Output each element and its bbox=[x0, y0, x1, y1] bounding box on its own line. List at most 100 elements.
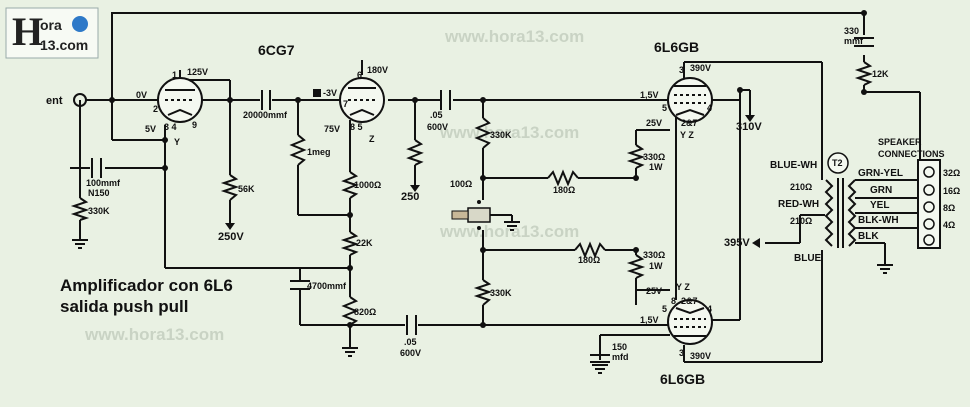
label-75v: 75V bbox=[324, 124, 340, 134]
globe-icon bbox=[72, 16, 88, 32]
label-pin7: 7 bbox=[343, 99, 348, 109]
label-yel: YEL bbox=[870, 200, 889, 211]
label-pin3a: 3 bbox=[679, 65, 684, 75]
label-blk: BLK bbox=[858, 231, 879, 242]
label-150: 150 bbox=[612, 342, 627, 352]
label-cap-05a: .05 bbox=[430, 110, 443, 120]
label-pin2: 2 bbox=[153, 104, 158, 114]
label-mmf: mmf bbox=[844, 36, 864, 46]
label-1w-b: 1W bbox=[649, 261, 663, 271]
label-12k: 12K bbox=[872, 69, 889, 79]
label-330: 330 bbox=[844, 26, 859, 36]
label-pin9: 9 bbox=[192, 120, 197, 130]
label-mfd: mfd bbox=[612, 352, 629, 362]
label-330k-a: 330K bbox=[490, 130, 512, 140]
label-2-7-b: 2&7 bbox=[681, 296, 698, 306]
label-pin4b: 4 bbox=[707, 304, 712, 314]
label-blk-wh: BLK-WH bbox=[858, 215, 899, 226]
label-1-5v-a: 1,5V bbox=[640, 90, 659, 100]
label-250: 250 bbox=[401, 191, 419, 203]
label-red-wh: RED-WH bbox=[778, 199, 819, 210]
capacitor-symbols bbox=[91, 37, 874, 363]
label-390v-b: 390V bbox=[690, 351, 711, 361]
label-310v: 310V bbox=[736, 121, 762, 133]
label-180v: 180V bbox=[367, 65, 388, 75]
resistor-symbols bbox=[70, 61, 874, 326]
tube-label-6cg7: 6CG7 bbox=[258, 42, 295, 58]
tube-6l6gb-upper bbox=[667, 77, 713, 123]
label-y1: Y bbox=[174, 137, 180, 147]
label-pins-3-4: 3 4 bbox=[164, 122, 177, 132]
label-1-5v-b: 1,5V bbox=[640, 315, 659, 325]
label-pins-8-5: 8 5 bbox=[350, 122, 363, 132]
label-speaker: SPEAKER bbox=[878, 137, 922, 147]
wiring bbox=[70, 12, 925, 363]
junction-dots bbox=[109, 10, 867, 328]
label-210ohm-a: 210Ω bbox=[790, 182, 812, 192]
label-pin8b: 8 bbox=[671, 296, 676, 306]
label-210ohm-b: 210Ω bbox=[790, 216, 812, 226]
label-395v: 395V bbox=[724, 237, 750, 249]
label-180ohm-b: 180Ω bbox=[578, 255, 600, 265]
label-600va: 600V bbox=[427, 122, 448, 132]
tube-6l6gb-lower bbox=[667, 299, 713, 345]
label-125v: 125V bbox=[187, 67, 208, 77]
label-5v: 5V bbox=[145, 124, 156, 134]
logo-initial: H bbox=[12, 9, 43, 54]
label-1000ohm: 1000Ω bbox=[354, 180, 381, 190]
logo-text-a: ora bbox=[40, 17, 62, 33]
label-blue-wh: BLUE-WH bbox=[770, 160, 817, 171]
labels: ent 125V 1 0V 2 5V 3 4 9 Y 6CG7 180V 6 -… bbox=[46, 26, 960, 387]
label-32ohm: 32Ω bbox=[943, 168, 960, 178]
site-logo: H ora 13.com bbox=[5, 7, 99, 59]
label-100mmf: 100mmf bbox=[86, 178, 121, 188]
label-1meg: 1meg bbox=[307, 147, 331, 157]
label-pin6: 6 bbox=[357, 70, 362, 80]
watermark-2: www.hora13.com bbox=[439, 123, 579, 142]
label-330k-c: 330K bbox=[490, 288, 512, 298]
label-minus3v: -3V bbox=[323, 88, 337, 98]
supply-arrows bbox=[225, 89, 760, 248]
label-25v-a: 25V bbox=[646, 118, 662, 128]
label-4ohm: 4Ω bbox=[943, 220, 955, 230]
caption-line-1: Amplificador con 6L6 bbox=[60, 276, 233, 295]
label-pin5a: 5 bbox=[662, 103, 667, 113]
label-pin3b: 3 bbox=[679, 348, 684, 358]
label-cap-05b: .05 bbox=[404, 337, 417, 347]
label-pin1: 1 bbox=[172, 70, 177, 80]
label-ent: ent bbox=[46, 95, 63, 107]
tube-label-6l6gb-lower: 6L6GB bbox=[660, 371, 705, 387]
label-n150: N150 bbox=[88, 188, 110, 198]
label-820ohm: 820Ω bbox=[354, 307, 376, 317]
label-4700mmf: 4700mmf bbox=[307, 281, 347, 291]
tube-6cg7-section-b bbox=[339, 77, 385, 123]
label-100ohm: 100Ω bbox=[450, 179, 472, 189]
label-pin5b: 5 bbox=[662, 304, 667, 314]
label-390v-a: 390V bbox=[690, 63, 711, 73]
label-blue: BLUE bbox=[794, 253, 822, 264]
speaker-terminal-block bbox=[917, 159, 941, 249]
label-2-7-a: 2&7 bbox=[681, 118, 698, 128]
label-connections: CONNECTIONS bbox=[878, 149, 945, 159]
label-1w-a: 1W bbox=[649, 162, 663, 172]
watermark-1: www.hora13.com bbox=[444, 27, 584, 46]
label-yz-b: Y Z bbox=[676, 282, 690, 292]
label-8ohm: 8Ω bbox=[943, 203, 955, 213]
caption-line-2: salida push pull bbox=[60, 297, 188, 316]
label-600vb: 600V bbox=[400, 348, 421, 358]
label-56k: 56K bbox=[238, 184, 255, 194]
watermark-4: www.hora13.com bbox=[84, 325, 224, 344]
label-180ohm-a: 180Ω bbox=[553, 185, 575, 195]
output-transformer bbox=[824, 152, 857, 248]
label-330ohm-b: 330Ω bbox=[643, 250, 665, 260]
label-0v: 0V bbox=[136, 90, 147, 100]
watermark-3: www.hora13.com bbox=[439, 222, 579, 241]
label-grn: GRN bbox=[870, 185, 892, 196]
label-330k-b: 330K bbox=[88, 206, 110, 216]
label-yz-a: Y Z bbox=[680, 130, 694, 140]
tube-6cg7-section-a bbox=[157, 77, 203, 123]
tube-label-6l6gb-upper: 6L6GB bbox=[654, 39, 699, 55]
label-pin4a: 4 bbox=[707, 103, 712, 113]
label-20000mmf: 20000mmf bbox=[243, 110, 288, 120]
